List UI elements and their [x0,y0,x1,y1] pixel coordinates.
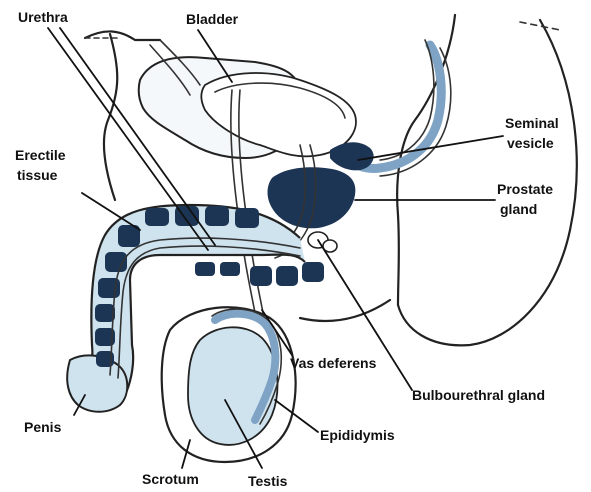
seminal-vesicle [330,142,374,170]
label-seminal-vesicle-2: vesicle [507,135,554,151]
label-scrotum: Scrotum [142,471,199,487]
label-testis: Testis [248,473,288,489]
label-bladder: Bladder [186,11,239,27]
bladder [139,57,356,158]
label-prostate-gland-2: gland [500,201,537,217]
bulbourethral-gland [308,232,337,252]
label-epididymis: Epididymis [320,427,395,443]
label-erectile-tissue-2: tissue [17,167,58,183]
label-erectile-tissue-1: Erectile [15,147,66,163]
testis [188,327,277,445]
label-urethra: Urethra [18,9,68,25]
label-penis: Penis [24,419,62,435]
label-prostate-gland-1: Prostate [497,181,553,197]
label-vas-deferens: Vas deferens [290,355,377,371]
label-seminal-vesicle-1: Seminal [505,115,559,131]
label-bulbourethral-gland: Bulbourethral gland [412,387,545,403]
